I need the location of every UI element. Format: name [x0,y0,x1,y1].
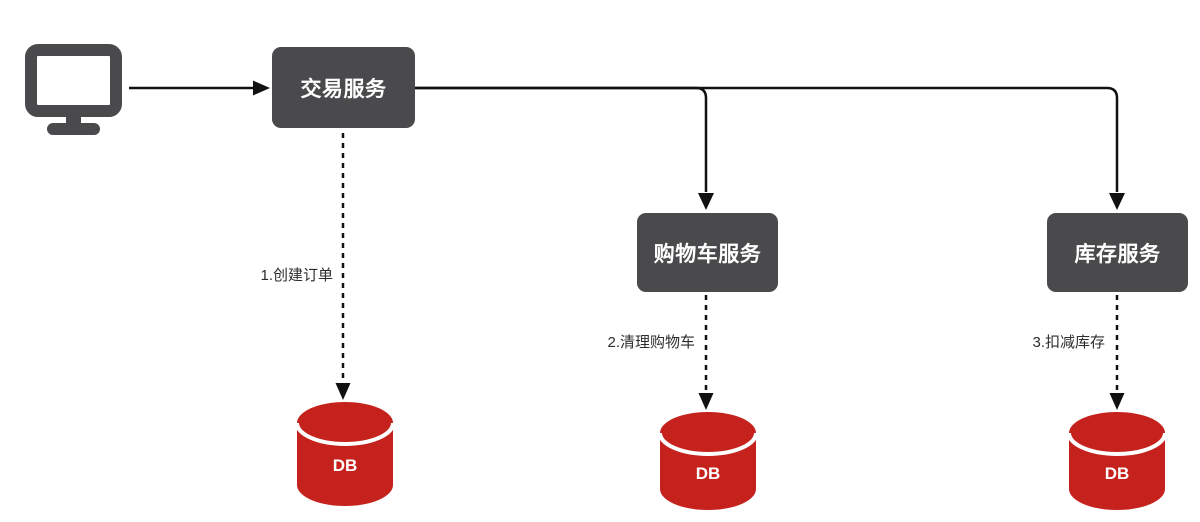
monitor-icon [25,44,122,135]
edge-label-create-order: 1.创建订单 [260,267,333,284]
db-label-inventory: DB [1105,464,1130,483]
database-cylinder-trade: DB [295,402,395,506]
arrow-trade-to-cart-service [415,86,714,210]
arrow-trade-to-inventory-service [415,86,1125,210]
database-cylinder-cart: DB [658,412,758,510]
node-inventory-service: 库存服务 [1047,213,1188,292]
node-trade-service-label: 交易服务 [300,77,387,101]
node-inventory-service-label: 库存服务 [1074,242,1161,266]
db-label-cart: DB [696,464,721,483]
node-trade-service: 交易服务 [272,47,415,128]
dashed-arrow-trade-to-db [335,133,351,400]
dashed-arrow-inventory-to-db [1109,295,1125,410]
dashed-arrow-cart-to-db [698,295,714,410]
database-cylinder-inventory: DB [1067,412,1167,510]
edge-label-clear-cart: 2.清理购物车 [607,334,695,351]
edge-label-deduct-inventory: 3.扣减库存 [1032,334,1105,351]
arrow-client-to-trade-service [129,80,270,96]
node-cart-service-label: 购物车服务 [653,242,762,266]
db-label-trade: DB [333,456,358,475]
node-cart-service: 购物车服务 [637,213,778,292]
